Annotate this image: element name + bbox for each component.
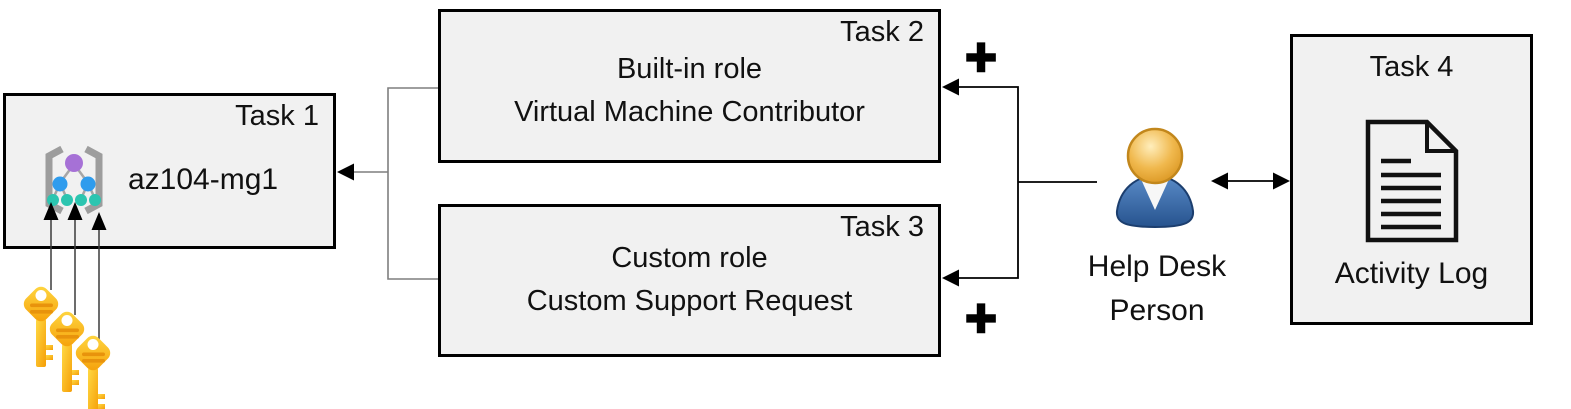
keys-group — [20, 283, 114, 409]
task4-box: Task 4 Activity Log — [1290, 34, 1533, 325]
key3-arrowhead — [91, 212, 107, 230]
key2-arrowhead — [67, 202, 83, 220]
task1-label: Task 1 — [235, 100, 319, 132]
plus-icon-bottom: + — [964, 287, 998, 350]
person-icon — [1115, 127, 1195, 229]
task2-text: Built-in role Virtual Machine Contributo… — [441, 48, 938, 134]
task2-label: Task 2 — [840, 16, 924, 48]
management-group-name: az104-mg1 — [128, 163, 279, 196]
task1-content: az104-mg1 — [36, 140, 278, 220]
management-group-icon — [45, 145, 103, 215]
task2-role-name: Virtual Machine Contributor — [514, 96, 865, 128]
task4-label: Task 4 — [1369, 51, 1454, 83]
actor-label: Help Desk Person — [1072, 245, 1242, 333]
person-activitylog-arrowhead-right — [1273, 172, 1290, 190]
task2-role-type: Built-in role — [616, 53, 763, 85]
roles-to-mg-arrowhead — [337, 163, 354, 181]
actor-label-line2: Person — [1109, 294, 1205, 327]
arrowhead-into-task3 — [942, 269, 959, 287]
task3-role-type: Custom role — [611, 242, 768, 274]
task3-box: Task 3 Custom role Custom Support Reques… — [438, 204, 941, 357]
task2-box: Task 2 Built-in role Virtual Machine Con… — [438, 9, 941, 163]
roles-bracket — [387, 87, 438, 280]
task3-text: Custom role Custom Support Request — [441, 237, 938, 323]
document-icon — [1365, 119, 1458, 243]
task1-box: Task 1 az1 — [3, 93, 336, 249]
task3-label: Task 3 — [840, 211, 924, 243]
person-to-roles-connector — [953, 86, 1019, 279]
actor-label-line1: Help Desk — [1087, 250, 1227, 283]
plus-icon-top: + — [964, 26, 998, 89]
key1-arrowhead — [43, 202, 59, 220]
task4-caption: Activity Log — [1334, 257, 1489, 290]
arrowhead-into-task2 — [942, 78, 959, 96]
task3-role-name: Custom Support Request — [526, 285, 853, 317]
person-activitylog-arrowhead-left — [1211, 172, 1228, 190]
